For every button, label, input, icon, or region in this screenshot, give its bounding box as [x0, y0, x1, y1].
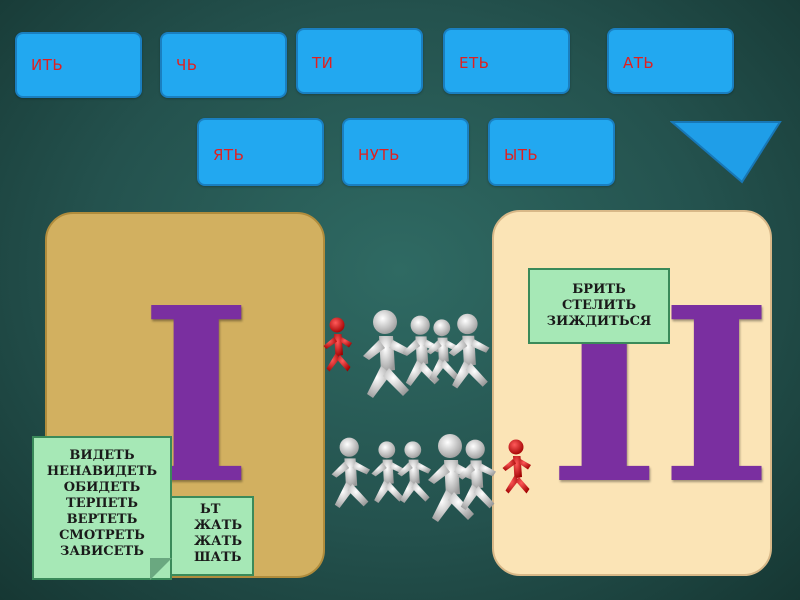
exception-word: ЗАВИСЕТЬ: [60, 544, 144, 559]
exception-word-partial: ШАТЬ: [194, 550, 242, 565]
ending-tile-et[interactable]: ЕТЬ: [443, 28, 570, 94]
white-runner-figure: [397, 441, 431, 503]
exception-word-partial: ЬТ: [200, 502, 221, 517]
ending-tile-nut[interactable]: НУТЬ: [342, 118, 469, 186]
exception-word-partial: ЖАТЬ: [194, 534, 243, 549]
runners-top-group: [323, 310, 490, 398]
ending-tile-at[interactable]: АТЬ: [607, 28, 734, 94]
exceptions-card-back[interactable]: ЬТ ЖАТЬ ЖАТЬ ШАТЬ: [170, 496, 254, 576]
exception-word: ВЕРТЕТЬ: [66, 512, 138, 527]
ending-tile-yat[interactable]: ЯТЬ: [197, 118, 324, 186]
white-runner-figure: [371, 441, 405, 503]
exception-word: ОБИДЕТЬ: [63, 480, 141, 495]
exception-word: СМОТРЕТЬ: [59, 528, 145, 543]
ending-tile-yt[interactable]: ЫТЬ: [488, 118, 615, 186]
ending-tile-ch[interactable]: ЧЬ: [160, 32, 287, 98]
page-fold-corner: [150, 558, 172, 580]
exception-word: БРИТЬ: [572, 282, 626, 297]
white-runner-figure: [448, 313, 490, 389]
runners-bottom-group: [331, 434, 531, 522]
ending-tile-it[interactable]: ИТЬ: [15, 32, 142, 98]
exception-word-partial: ЖАТЬ: [194, 518, 243, 533]
exceptions-card-front[interactable]: ВИДЕТЬ НЕНАВИДЕТЬ ОБИДЕТЬ ТЕРПЕТЬ ВЕРТЕТ…: [32, 436, 172, 580]
exception-word: СТЕЛИТЬ: [561, 298, 637, 313]
red-runner-figure: [502, 439, 531, 494]
ending-tile-ti[interactable]: ТИ: [296, 28, 423, 94]
white-runner-figure: [457, 439, 496, 510]
triangle-down-icon[interactable]: [670, 120, 782, 186]
white-runner-figure: [363, 310, 411, 398]
exception-word: ЗИЖДИТЬСЯ: [546, 314, 652, 329]
exception-word: НЕНАВИДЕТЬ: [46, 464, 158, 479]
red-runner-figure: [323, 317, 352, 372]
white-runner-figure: [426, 319, 460, 381]
exceptions-card-brit[interactable]: БРИТЬ СТЕЛИТЬ ЗИЖДИТЬСЯ: [528, 268, 670, 344]
exception-word: ТЕРПЕТЬ: [66, 496, 138, 511]
white-runner-figure: [331, 437, 370, 508]
exception-word: ВИДЕТЬ: [69, 448, 135, 463]
